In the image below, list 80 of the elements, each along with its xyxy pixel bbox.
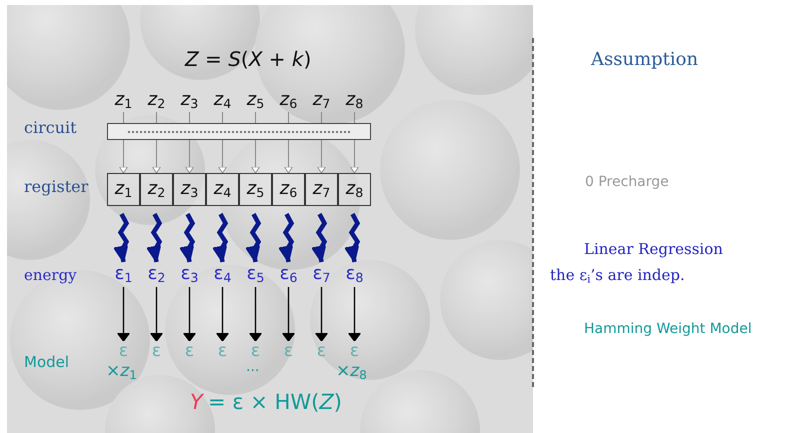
lightning-arrow [212,212,228,263]
register-cell: z$_{2}$ [148,180,166,200]
input-label: z$_{2}$ [148,91,166,111]
model-factor: ×z$_{1}$ [106,362,137,382]
assumption-text: Hamming Weight Model [584,322,752,338]
ellipsis: ··· [246,364,260,380]
register-cell: z$_{1}$ [114,180,132,200]
connector-line [354,112,355,124]
register-cell: z$_{8}$ [346,180,364,200]
energy-label: ε$_{3}$ [180,265,198,285]
arrow [351,140,358,174]
formula: Y [190,391,203,414]
input-label: z$_{4}$ [214,91,232,111]
input-label: z$_{1}$ [114,91,132,111]
formula: = ε × HW(Z) [208,391,342,414]
connector-line [222,112,223,124]
energy-label: ε$_{1}$ [114,265,132,285]
assumption-text: the ε$_{i}$’s are indep. [550,267,685,286]
register-cell: z$_{5}$ [246,180,264,200]
lightning-arrow [146,212,162,263]
arrow [219,140,226,174]
energy-label: ε$_{6}$ [280,265,298,285]
assumption-text: Linear Regression [584,241,723,258]
energy-label: ε$_{8}$ [346,265,364,285]
model-term: ε [284,342,294,360]
formula: Z = S(X + k) [185,48,312,70]
connector-line [321,112,322,124]
row-label: Model [24,354,70,370]
row-label: energy [24,267,77,284]
input-label: z$_{8}$ [346,91,364,111]
connector-line [288,112,289,124]
arrow [285,140,292,174]
register-cell: z$_{3}$ [180,180,198,200]
register-cell: z$_{4}$ [214,180,232,200]
lightning-arrow [113,212,130,263]
arrow [317,287,326,342]
lightning-arrow [278,212,294,263]
connector-line [123,112,124,124]
connector-line [189,112,190,124]
input-label: z$_{3}$ [180,91,198,111]
arrow [186,140,193,174]
model-term: ε [184,342,194,360]
lightning-arrow [245,212,262,263]
arrow [119,287,128,342]
register-cell: z$_{6}$ [280,180,298,200]
arrow [218,287,227,342]
model-term: ε [250,342,260,360]
model-term: ε [350,342,360,360]
lightning-arrow [344,212,360,263]
row-label: register [24,178,88,196]
arrow [284,287,293,342]
model-term: ε [316,342,326,360]
assumption-text: 0 Precharge [585,175,669,190]
model-term: ε [218,342,228,360]
register-cell: z$_{7}$ [312,180,330,200]
energy-label: ε$_{5}$ [246,265,264,285]
arrow [350,287,359,342]
lightning-arrow [179,212,196,263]
energy-label: ε$_{7}$ [312,265,330,285]
input-label: z$_{5}$ [246,91,264,111]
connector-line [255,112,256,124]
heading: Assumption [591,50,698,70]
input-label: z$_{7}$ [312,91,330,111]
lightning-arrow [311,212,328,263]
model-term: ε [152,342,162,360]
arrow [153,140,160,174]
arrow [318,140,325,174]
circuit-bar [107,123,371,140]
arrow [185,287,194,342]
connector-line [156,112,157,124]
arrow [120,140,127,174]
arrow [252,140,259,174]
arrow [152,287,161,342]
input-label: z$_{6}$ [280,91,298,111]
model-term: ε [118,342,128,360]
energy-label: ε$_{4}$ [214,265,232,285]
model-factor: ×z$_{8}$ [336,362,367,382]
arrow [251,287,260,342]
energy-label: ε$_{2}$ [148,265,166,285]
row-label: circuit [24,119,77,137]
